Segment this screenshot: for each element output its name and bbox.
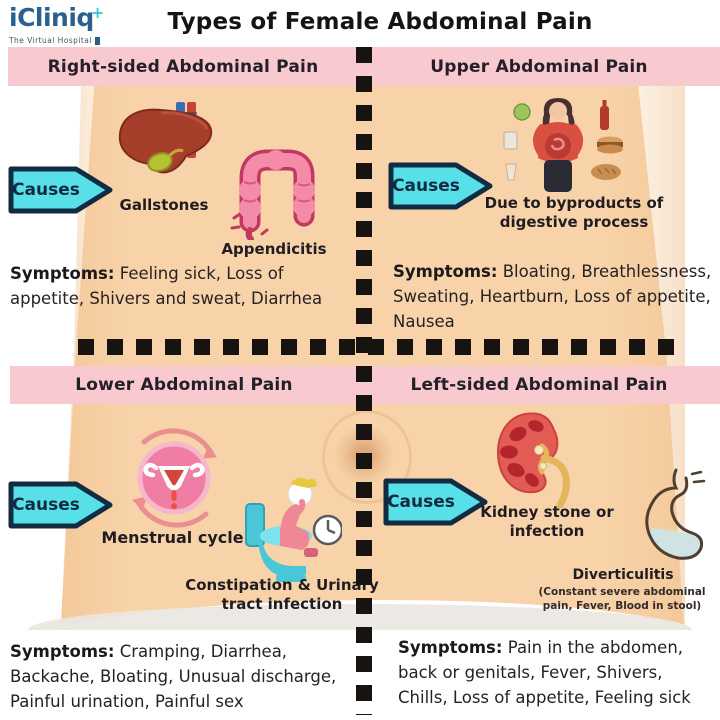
horizontal-dashed-divider [78, 339, 675, 355]
causes-arrow-label: Causes [392, 176, 460, 196]
symptoms-text: Bloating, Breathlessness, Sweating, Hear… [393, 262, 712, 331]
torso-skin-background [60, 84, 685, 644]
toilet-person-icon [240, 474, 344, 582]
vertical-dashed-divider [356, 47, 372, 715]
header-left-sided-pain: Left-sided Abdominal Pain [410, 375, 668, 395]
arrow-shape-icon [388, 162, 493, 210]
symptoms-left-sided: Symptoms: Pain in the abdomen, back or g… [398, 636, 716, 710]
cause-label-menstrual-cycle: Menstrual cycle [101, 528, 244, 547]
symptoms-label: Symptoms: [398, 638, 503, 657]
header-right-sided-pain: Right-sided Abdominal Pain [47, 56, 319, 77]
symptoms-upper: Symptoms: Bloating, Breathlessness, Swea… [393, 260, 715, 334]
causes-arrow-right-sided: Causes [8, 166, 114, 214]
symptoms-label: Symptoms: [393, 262, 498, 281]
logo-plus-icon: + [90, 3, 105, 22]
causes-arrow-upper: Causes [388, 162, 494, 210]
woman-digestion-icon [492, 96, 627, 196]
arrow-shape-icon [383, 478, 488, 526]
symptoms-label: Symptoms: [10, 264, 115, 283]
causes-arrow-label: Causes [12, 180, 80, 200]
cause-label-appendicitis: Appendicitis [221, 240, 327, 258]
symptoms-lower: Symptoms: Cramping, Diarrhea, Backache, … [10, 640, 358, 714]
cause-label-constipation-uti: Constipation & Urinary tract infection [185, 576, 379, 614]
cause-label-digestive-byproducts: Due to byproducts of digestive process [484, 194, 664, 232]
stomach-icon [634, 466, 710, 572]
causes-arrow-label: Causes [12, 495, 80, 515]
logo-tagline: The Virtual Hospital [9, 37, 100, 45]
arrow-shape-icon [8, 481, 113, 529]
cause-label-kidney-stone: Kidney stone or infection [480, 503, 614, 541]
symptoms-label: Symptoms: [10, 642, 115, 661]
symptoms-right-sided: Symptoms: Feeling sick, Loss of appetite… [10, 262, 346, 312]
symptoms-text: Feeling sick, Loss of appetite, Shivers … [10, 264, 323, 308]
colon-appendix-icon [226, 146, 324, 242]
logo-text: iCliniq [9, 3, 94, 32]
cause-sublabel-diverticulitis: (Constant severe abdominal pain, Fever, … [538, 586, 706, 612]
causes-arrow-label: Causes [387, 492, 455, 512]
kidney-icon [492, 408, 582, 509]
menstrual-cycle-icon [122, 424, 227, 530]
page-title: Types of Female Abdominal Pain [167, 9, 593, 35]
arrow-shape-icon [8, 166, 113, 214]
liver-gallbladder-icon [116, 100, 216, 192]
symptoms-text: Pain in the abdomen, back or genitals, F… [398, 638, 691, 707]
causes-arrow-lower: Causes [8, 481, 114, 529]
header-lower-pain: Lower Abdominal Pain [75, 375, 293, 395]
icliniq-logo: iCliniq+ The Virtual Hospital [9, 5, 104, 46]
cause-label-diverticulitis: Diverticulitis [572, 567, 674, 583]
symptoms-text: Cramping, Diarrhea, Backache, Bloating, … [10, 642, 337, 711]
cause-label-gallstones: Gallstones [119, 196, 209, 214]
causes-arrow-left-sided: Causes [383, 478, 489, 526]
header-upper-pain: Upper Abdominal Pain [430, 56, 648, 77]
